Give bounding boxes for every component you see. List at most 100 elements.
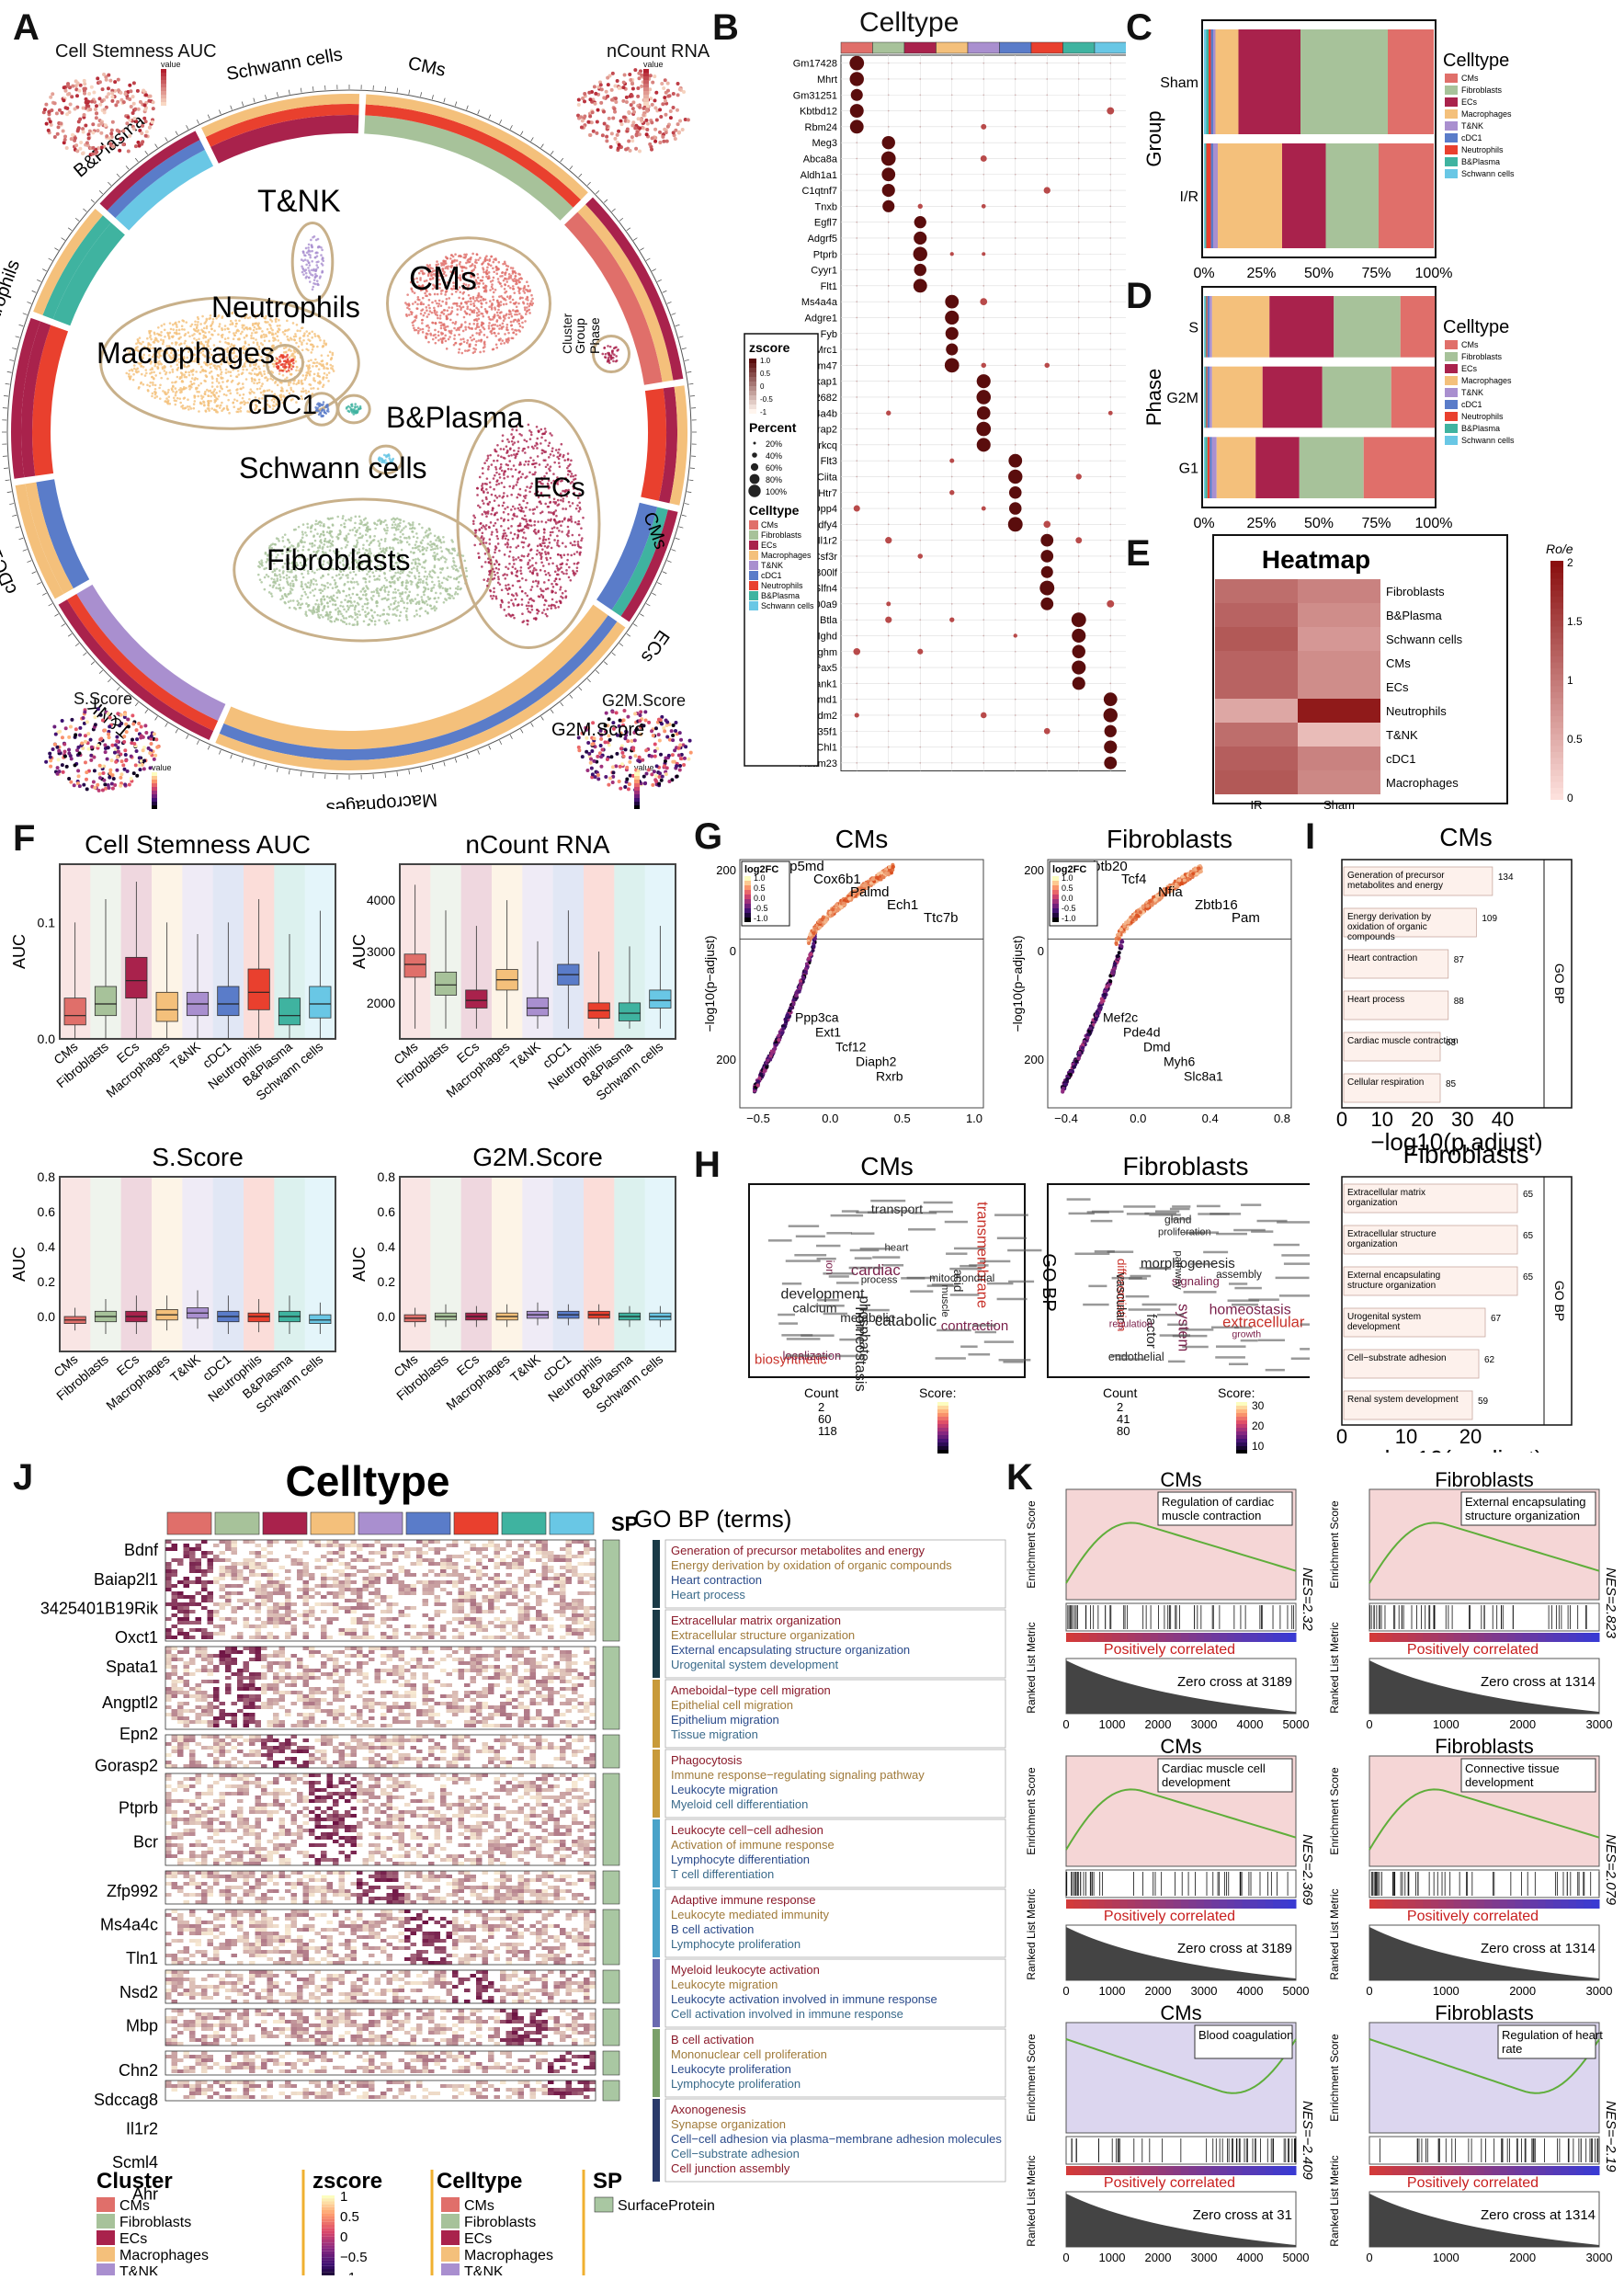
umap-point	[356, 616, 359, 619]
umap-point	[559, 601, 562, 605]
umap-point	[526, 607, 529, 610]
ring-tick	[678, 526, 684, 529]
umap-point	[442, 600, 446, 604]
umap-point	[456, 288, 460, 291]
umap-point	[433, 558, 437, 561]
umap-point	[276, 325, 279, 327]
umap-point	[515, 454, 517, 458]
umap-point	[438, 317, 442, 320]
ring-tick	[116, 173, 120, 178]
ring-segment	[585, 197, 684, 381]
stemness-umap-point	[108, 78, 113, 83]
umap-point	[514, 313, 517, 316]
umap-point	[411, 290, 415, 293]
umap-point	[456, 576, 459, 579]
umap-point	[300, 598, 302, 600]
umap-point	[544, 599, 548, 602]
umap-point	[263, 587, 267, 591]
umap-point	[437, 271, 440, 275]
umap-point	[512, 604, 516, 607]
umap-point	[406, 601, 409, 605]
umap-point	[479, 279, 483, 282]
umap-point	[518, 330, 522, 333]
ring-tick	[48, 603, 53, 607]
umap-point	[612, 359, 615, 363]
umap-point	[538, 463, 541, 466]
umap-point	[454, 321, 458, 324]
umap-point	[287, 583, 290, 587]
umap-point	[421, 539, 425, 542]
umap-point	[406, 293, 409, 296]
umap-point	[437, 316, 439, 320]
umap-point	[561, 530, 563, 533]
umap-point	[551, 447, 554, 450]
ring-tick	[15, 336, 20, 338]
umap-point	[260, 384, 263, 388]
umap-point	[239, 332, 243, 336]
umap-point	[386, 612, 389, 616]
umap-point	[204, 380, 207, 383]
umap-point	[176, 359, 178, 362]
umap-point	[310, 581, 312, 585]
umap-point	[498, 495, 501, 497]
umap-point	[345, 610, 348, 613]
umap-point	[539, 428, 543, 431]
umap-point	[504, 277, 506, 280]
umap-point	[574, 572, 577, 576]
umap-point	[482, 282, 485, 285]
umap-point	[263, 316, 267, 320]
umap-point	[208, 371, 211, 374]
umap-point	[309, 254, 312, 256]
umap-point	[566, 452, 570, 455]
umap-point	[494, 308, 497, 311]
umap-point	[316, 387, 320, 391]
umap-point	[312, 612, 314, 615]
umap-point	[314, 602, 317, 606]
umap-point	[366, 602, 369, 606]
ring-tick	[689, 467, 695, 469]
umap-point	[536, 549, 539, 553]
umap-point	[312, 588, 314, 592]
umap-point	[509, 545, 512, 549]
umap-point	[437, 596, 440, 599]
umap-point	[492, 567, 494, 571]
ring-tick	[83, 208, 87, 212]
umap-point	[522, 290, 525, 292]
umap-point	[256, 343, 259, 347]
umap-point	[306, 596, 310, 599]
umap-point	[301, 533, 304, 536]
umap-point	[338, 576, 342, 580]
umap-point	[286, 376, 289, 380]
umap-point	[448, 280, 450, 284]
umap-point	[541, 539, 545, 542]
umap-point	[529, 524, 533, 527]
umap-point	[538, 551, 541, 554]
panel-label-f: F	[13, 818, 36, 859]
ring-tick	[671, 549, 676, 552]
umap-point	[513, 616, 516, 620]
umap-point	[288, 366, 290, 370]
umap-point	[439, 585, 442, 587]
umap-point	[423, 279, 426, 283]
ring-tick	[466, 754, 469, 759]
umap-point	[239, 387, 243, 391]
umap-point	[521, 576, 524, 580]
umap-point	[392, 597, 394, 599]
umap-point	[234, 331, 238, 335]
umap-point	[347, 587, 351, 590]
ring-celltype-label: Macrophages	[325, 789, 438, 809]
umap-point	[511, 309, 515, 312]
umap-point	[547, 444, 551, 448]
umap-point	[364, 523, 367, 527]
umap-point	[492, 594, 495, 598]
umap-point	[323, 605, 325, 609]
umap-point	[182, 348, 186, 352]
umap-point	[248, 371, 251, 375]
umap-point	[412, 599, 415, 603]
umap-point	[376, 577, 380, 580]
umap-point	[288, 576, 290, 579]
umap-point	[434, 609, 437, 612]
umap-point	[395, 606, 399, 609]
umap-point	[444, 339, 448, 343]
umap-point	[474, 279, 478, 282]
